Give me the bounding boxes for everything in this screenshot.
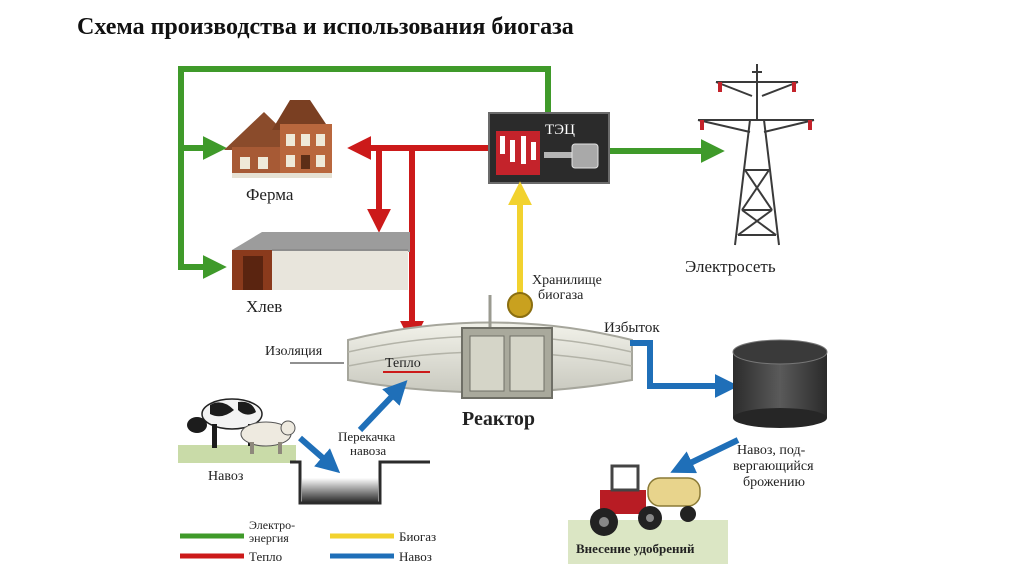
- manure-to-fertilizer-arrow: [670, 437, 740, 474]
- legend-electricity-line1: Электро-: [249, 518, 295, 532]
- farm-label: Ферма: [246, 185, 294, 204]
- pumping-label-line2: навоза: [350, 443, 386, 458]
- ferment-label-line3: брожению: [743, 475, 805, 490]
- electricity-to-barn-arrow: [178, 148, 227, 279]
- storage-label-line2: биогаза: [538, 288, 584, 303]
- manure-pump-arrow: [357, 380, 408, 433]
- ferment-label-line1: Навоз, под-: [737, 443, 806, 458]
- insulation-label: Изоляция: [265, 344, 323, 359]
- excess-label: Избыток: [604, 320, 660, 336]
- livestock-illustration: [178, 398, 296, 463]
- power-tower-insulators: [700, 82, 812, 130]
- heat-label: Тепло: [385, 356, 421, 371]
- pumping-label-line1: Перекачка: [338, 429, 395, 444]
- manure-label: Навоз: [208, 469, 244, 484]
- ferment-label-line2: вергающийся: [733, 459, 814, 474]
- biogas-storage-ball: [507, 292, 533, 318]
- reactor-label: Реактор: [462, 408, 535, 430]
- heat-lines: [347, 136, 489, 345]
- legend-biogas-label: Биогаз: [399, 529, 436, 544]
- page-title: Схема производства и использования биога…: [77, 14, 574, 40]
- legend-heat-label: Тепло: [249, 549, 282, 564]
- manure-pit-illustration: [290, 460, 430, 505]
- reactor-illustration: [347, 295, 633, 399]
- barn-illustration: [232, 232, 410, 290]
- power-tower-illustration: [697, 64, 815, 246]
- electricity-to-farm-arrow: [178, 66, 551, 160]
- manure-excess-arrow: [630, 340, 739, 398]
- grid-label: Электросеть: [685, 257, 776, 276]
- storage-label-line1: Хранилище: [532, 273, 602, 288]
- fertilizer-label: Внесение удобрений: [576, 541, 695, 556]
- legend-manure-label: Навоз: [399, 549, 432, 564]
- tractor-illustration: [568, 464, 728, 564]
- chp-plant-illustration: [488, 112, 610, 184]
- manure-tank-illustration: [732, 339, 828, 428]
- farm-house-illustration: [224, 100, 332, 178]
- legend-electricity-line2: энергия: [249, 531, 289, 545]
- chp-label: ТЭЦ: [545, 122, 575, 138]
- barn-label: Хлев: [246, 297, 282, 316]
- electricity-lines: [178, 66, 725, 279]
- manure-lines: [298, 340, 740, 474]
- legend: Электро- энергия Тепло Биогаз Навоз: [180, 518, 436, 564]
- manure-to-pit-arrow: [298, 435, 341, 474]
